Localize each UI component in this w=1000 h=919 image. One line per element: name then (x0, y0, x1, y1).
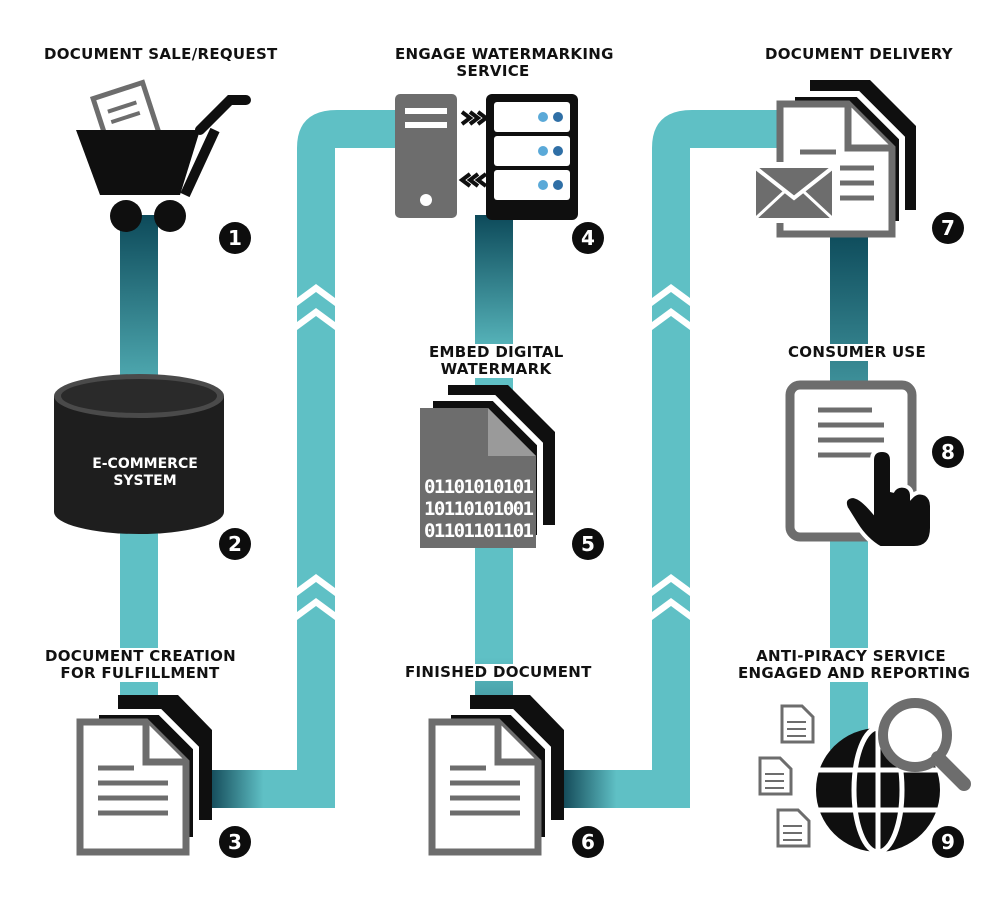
step-number-badge: 1 (219, 222, 251, 254)
step-number-badge: 7 (932, 212, 964, 244)
step-label-finished-document: FINISHED DOCUMENT (402, 664, 595, 681)
step-label-line: CONSUMER USE (788, 343, 927, 361)
database-label-line: E-COMMERCE (92, 456, 198, 472)
step-label-line: WATERMARK (440, 360, 552, 378)
step-number-badge: 3 (219, 826, 251, 858)
step-number-badge: 8 (932, 436, 964, 468)
step-label-line: EMBED DIGITAL (429, 343, 564, 361)
step-label-embed-watermark: EMBED DIGITAL WATERMARK (426, 344, 566, 378)
step-label-line: DOCUMENT SALE/REQUEST (44, 45, 278, 63)
step-number-badge: 5 (572, 528, 604, 560)
step-label-line: SERVICE (456, 62, 530, 80)
binary-line: 01101101101 (424, 520, 534, 542)
step-label-document-delivery: DOCUMENT DELIVERY (762, 46, 956, 63)
globe-search-icon (758, 698, 971, 855)
flow-arrows (297, 284, 690, 620)
step-label-line: ENGAGE WATERMARKING (395, 45, 614, 63)
step-label-line: FINISHED DOCUMENT (405, 663, 592, 681)
step-label-consumer-use: CONSUMER USE (785, 343, 930, 361)
step-number-badge: 2 (219, 528, 251, 560)
database-label-line: SYSTEM (113, 473, 177, 489)
server-icon (395, 94, 578, 220)
small-document-icon (758, 704, 815, 848)
step-label-line: ANTI-PIRACY SERVICE (756, 647, 946, 665)
binary-line: 10110101001 (424, 498, 534, 520)
tablet-touch-icon (785, 380, 934, 550)
step-label-line: DOCUMENT CREATION (45, 647, 237, 665)
step-number-badge: 4 (572, 222, 604, 254)
step-label-line: FOR FULFILLMENT (60, 664, 220, 682)
database-label: E-COMMERCE SYSTEM (60, 456, 230, 490)
envelope-document-icon (749, 80, 916, 238)
binary-line: 01101010101 (424, 476, 534, 498)
step-label-line: DOCUMENT DELIVERY (765, 45, 953, 63)
step-label-anti-piracy: ANTI-PIRACY SERVICE ENGAGED AND REPORTIN… (735, 647, 971, 682)
step-label-document-creation: DOCUMENT CREATION FOR FULFILLMENT (42, 648, 238, 682)
document-stack-icon (428, 695, 564, 856)
binary-document-icon: 01101010101 10110101001 01101101101 (420, 385, 555, 548)
database-icon (54, 374, 224, 534)
step-number-badge: 9 (932, 826, 964, 858)
step-label-document-sale: DOCUMENT SALE/REQUEST (41, 46, 281, 63)
step-label-engage-watermarking: ENGAGE WATERMARKING SERVICE (392, 45, 614, 80)
document-stack-icon (76, 695, 212, 856)
shopping-cart-icon (76, 79, 251, 232)
step-number-badge: 6 (572, 826, 604, 858)
step-label-line: ENGAGED AND REPORTING (738, 664, 971, 682)
